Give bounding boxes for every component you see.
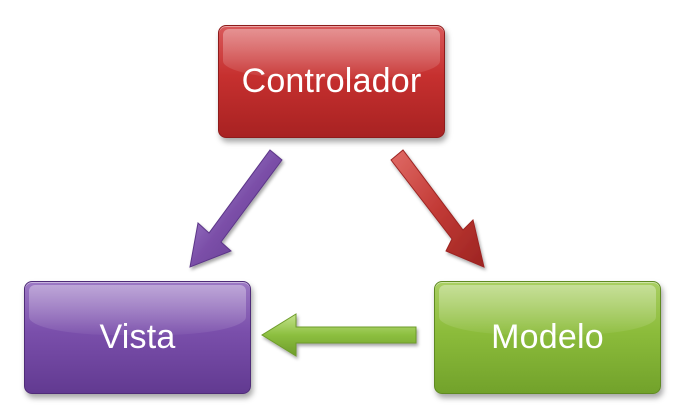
modelo-box: Modelo (434, 281, 661, 394)
arrow-modelo-to-vista (261, 313, 417, 357)
vista-label: Vista (99, 318, 176, 356)
arrow-controlador-to-modelo (390, 149, 485, 268)
vista-box: Vista (24, 281, 251, 394)
modelo-label: Modelo (491, 318, 604, 356)
controlador-box: Controlador (218, 25, 445, 138)
controlador-label: Controlador (241, 62, 422, 100)
arrow-controlador-to-vista (189, 149, 283, 268)
